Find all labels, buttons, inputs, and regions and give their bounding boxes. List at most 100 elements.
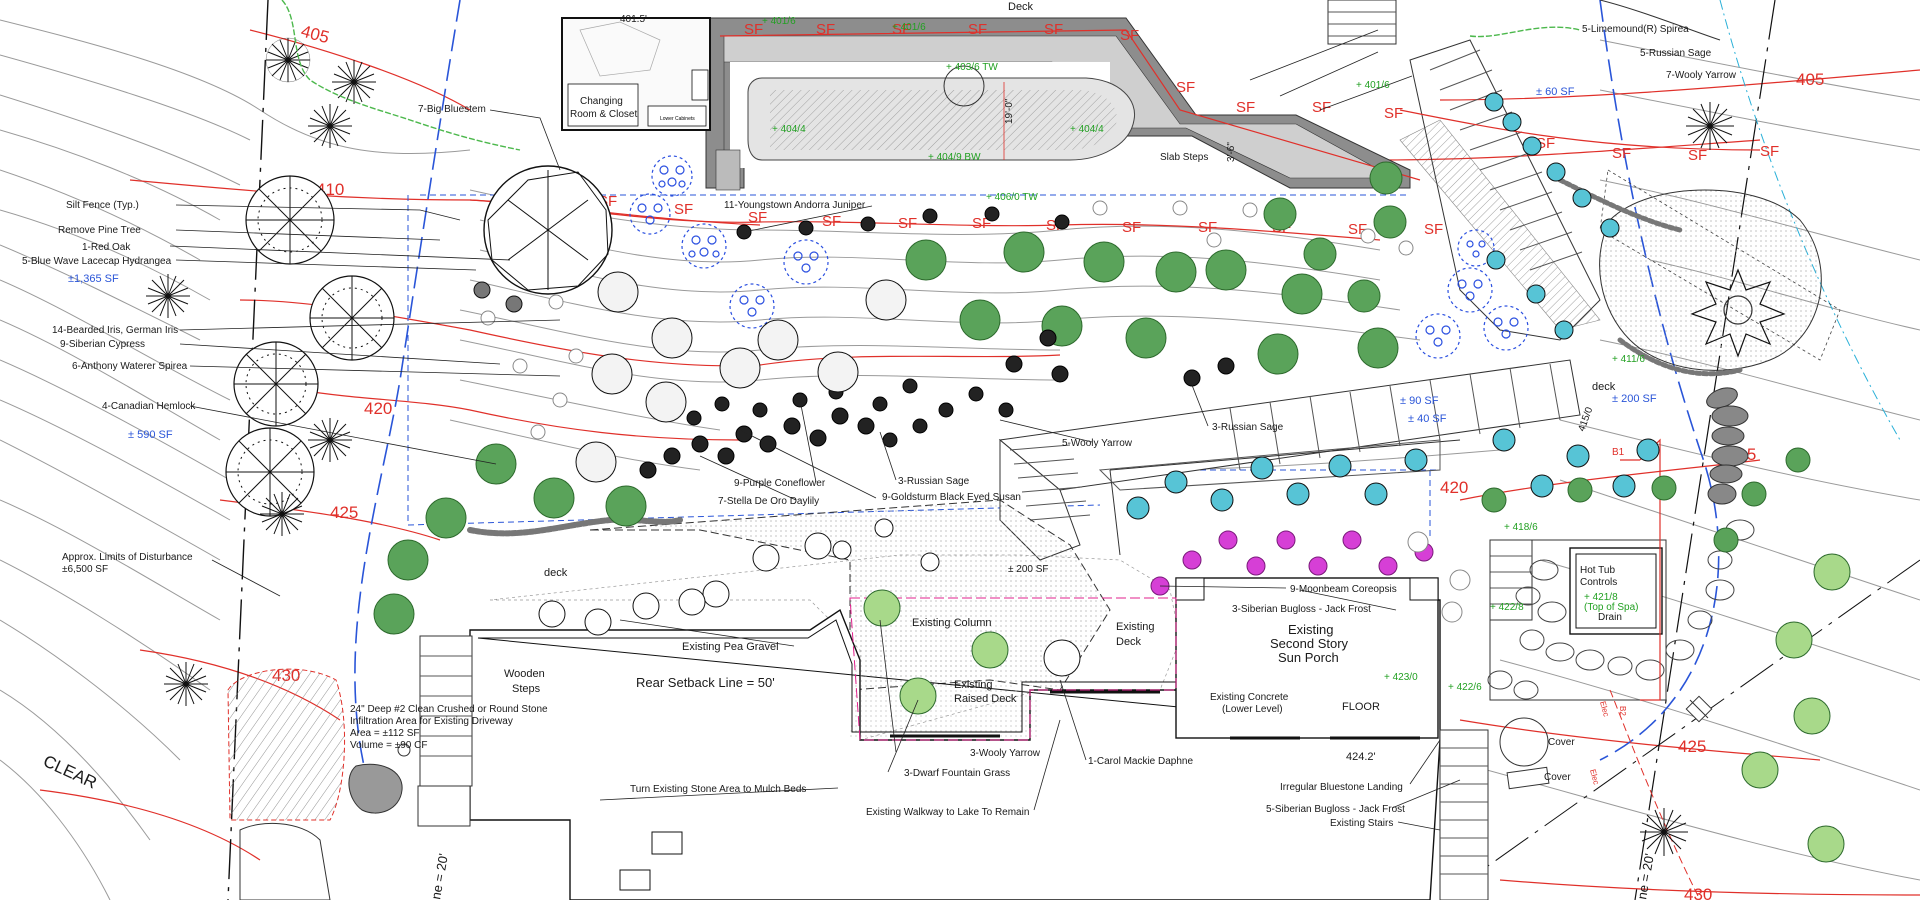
tree xyxy=(233,341,319,427)
middle-stairs xyxy=(998,359,1581,561)
b1-label: B1 xyxy=(1612,447,1625,458)
area: ± 60 SF xyxy=(1536,86,1575,98)
changing-room-label-1: Changing xyxy=(580,96,623,107)
grade: + 422/6 xyxy=(1448,682,1482,693)
contour-label-425-right: 425 xyxy=(1678,737,1706,756)
contour-label-405: 405 xyxy=(299,22,331,48)
grade: + 403/6 TW xyxy=(946,62,998,73)
pine xyxy=(260,492,304,536)
raised-deck-outline xyxy=(849,597,1177,741)
spot-elevation-top: 401.5' xyxy=(620,14,647,25)
elec-label-2: Elec xyxy=(1588,768,1601,785)
area-labels: ± 60 SF ±1,365 SF ± 590 SF ± 90 SF ± 40 … xyxy=(68,86,1657,575)
raised-deck-label-1: Existing xyxy=(954,679,993,691)
area: ±1,365 SF xyxy=(68,273,119,285)
sf-mark: SF xyxy=(822,213,841,230)
plant-labels: 7-Big Bluestem Silt Fence (Typ.) Remove … xyxy=(22,24,1737,829)
grade: (Top of Spa) xyxy=(1584,602,1638,613)
existing-concrete-label-2: (Lower Level) xyxy=(1222,704,1283,715)
slab-steps-label: Slab Steps xyxy=(1160,152,1208,163)
sf-mark: SF xyxy=(674,201,693,218)
grade: + 422/8 xyxy=(1490,602,1524,613)
hot-tub-label-2: Controls xyxy=(1580,577,1617,588)
grade: + 411/6 xyxy=(1612,354,1645,365)
existing-deck-label-2: Deck xyxy=(1116,636,1142,648)
changing-room-label-2: Room & Closet xyxy=(570,109,637,120)
trees-left xyxy=(225,165,613,517)
grade: + 404/9 BW xyxy=(928,152,981,163)
pool-structure xyxy=(705,17,1411,191)
grade: + 404/4 xyxy=(1070,124,1104,135)
tree xyxy=(309,275,395,361)
silt-fence: SF SF SF SF SF SF SF SF SF SF SF SF SF S… xyxy=(469,21,1779,241)
sf-mark: SF xyxy=(744,21,763,38)
contour-label-420: 420 xyxy=(364,399,392,418)
pine xyxy=(1640,808,1688,856)
contour-label-425: 425 xyxy=(330,503,358,522)
sf-mark: SF xyxy=(1122,219,1141,236)
clear-label: CLEAR xyxy=(40,751,99,792)
sf-mark: SF xyxy=(1120,27,1139,44)
label-purple-coneflower: 9-Purple Coneflower xyxy=(734,478,826,489)
label-disturbance: Approx. Limits of Disturbance xyxy=(62,552,193,563)
sf-mark: SF xyxy=(892,21,911,38)
disturbance-limit xyxy=(354,0,1901,791)
label-siberian-cypress: 9-Siberian Cypress xyxy=(60,339,145,350)
area: ± 40 SF xyxy=(1408,413,1447,425)
sf-mark: SF xyxy=(1424,221,1443,238)
sf-mark: SF xyxy=(1044,21,1063,38)
grade: + 421/8 xyxy=(1584,592,1618,603)
label-limemound-spirea: 5-Limemound(R) Spirea xyxy=(1582,24,1689,35)
raised-deck-label-2: Raised Deck xyxy=(954,693,1017,705)
infiltration-bed xyxy=(227,668,411,900)
label-pea-gravel: Existing Pea Gravel xyxy=(682,641,779,653)
wooden-steps-label-2: Steps xyxy=(512,683,541,695)
wooden-steps xyxy=(417,635,473,827)
label-hydrangea: 5-Blue Wave Lacecap Hydrangea xyxy=(22,256,172,267)
pine-shrubs xyxy=(146,37,1734,856)
dim-pool-width: 19'-0" xyxy=(1004,98,1015,124)
pine xyxy=(265,37,311,83)
hot-tub-area: Hot Tub Controls Drain Cover Cover B1 B2… xyxy=(1487,438,1755,900)
grade: + 404/4 xyxy=(772,124,806,135)
pine xyxy=(308,418,352,462)
hot-tub-label-1: Hot Tub xyxy=(1580,565,1615,576)
infiltration-note-3: Area = ±112 SF xyxy=(350,728,420,739)
label-carol-mackie: 1-Carol Mackie Daphne xyxy=(1088,756,1193,767)
side-setback-label-right: ne = 20' xyxy=(1634,852,1657,900)
spirea-cyan xyxy=(1126,92,1660,520)
label-russian-sage-low: 3-Russian Sage xyxy=(898,476,970,487)
lower-cabinets-label: Lower Cabinets xyxy=(660,116,695,122)
iris-circles xyxy=(480,200,1471,623)
pine xyxy=(164,662,208,706)
label-bearded-iris: 14-Bearded Iris, German Iris xyxy=(52,325,178,336)
cover-label-2: Cover xyxy=(1544,772,1571,783)
dim-steps: 3'-6" xyxy=(1226,142,1237,162)
wooden-steps-label-1: Wooden xyxy=(504,668,545,680)
contour-label-420-right: 420 xyxy=(1440,478,1468,497)
sf-mark: SF xyxy=(898,215,917,232)
leader-lines xyxy=(169,29,1461,831)
deck-left-label: deck xyxy=(544,567,568,579)
infiltration-note-4: Volume = ±90 CF xyxy=(350,740,427,751)
label-disturbance-area: ±6,500 SF xyxy=(62,564,108,575)
label-stella-daylily: 7-Stella De Oro Daylily xyxy=(718,496,819,507)
sf-mark: SF xyxy=(1176,79,1195,96)
grade: + 401/6 xyxy=(892,22,926,33)
existing-concrete-label-1: Existing Concrete xyxy=(1210,692,1289,703)
label-walkway: Existing Walkway to Lake To Remain xyxy=(866,807,1029,818)
infiltration-note-1: 24" Deep #2 Clean Crushed or Round Stone xyxy=(350,704,548,715)
tree xyxy=(225,427,315,517)
label-canadian-hemlock: 4-Canadian Hemlock xyxy=(102,401,196,412)
spot-grades: + 401/6 + 401/6 + 403/6 TW + 404/4 + 404… xyxy=(762,16,1645,693)
label-existing-stairs: Existing Stairs xyxy=(1330,818,1393,829)
label-wooly-yarrow-low: 3-Wooly Yarrow xyxy=(970,748,1041,759)
changing-room: Changing Room & Closet Lower Cabinets 40… xyxy=(561,14,711,131)
existing-stairs-right xyxy=(1439,539,1533,900)
pine xyxy=(146,274,190,318)
cover-label-1: Cover xyxy=(1548,737,1575,748)
sun-porch-label-3: Sun Porch xyxy=(1278,650,1339,665)
grade: + 401/6 xyxy=(1356,80,1390,91)
floor-elevation: 424.2' xyxy=(1346,751,1376,763)
